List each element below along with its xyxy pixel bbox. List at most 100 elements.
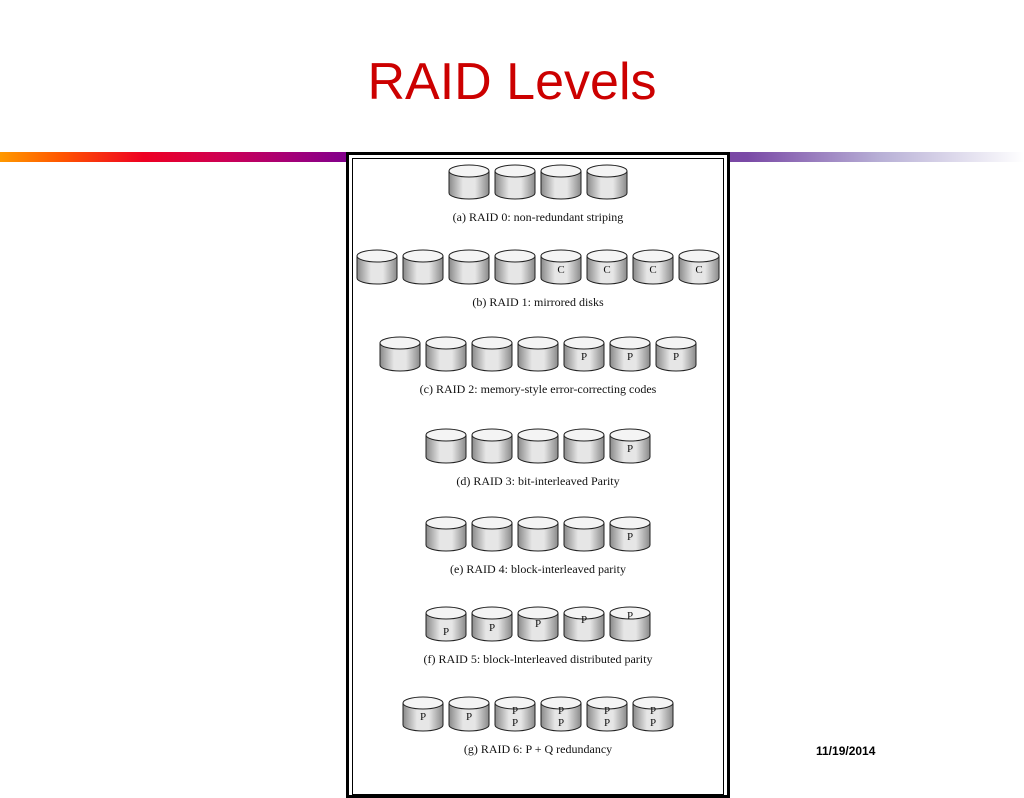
disk-body (540, 170, 582, 200)
disk-icon (586, 164, 628, 200)
disk-body (586, 170, 628, 200)
disk-top (471, 336, 513, 350)
raid-row-2: P P P (c) RAID 2: memory-style error-correc… (379, 336, 697, 396)
disk-top (563, 606, 605, 620)
disk-body (494, 255, 536, 285)
disk-body (448, 255, 490, 285)
disk-label: P (581, 351, 587, 363)
disk-label: P (650, 717, 656, 729)
disk-top (379, 336, 421, 350)
disk-icon (356, 249, 398, 285)
disk-label: C (649, 264, 656, 276)
disk-body (563, 522, 605, 552)
disk-icon: P (563, 336, 605, 372)
disk-body (678, 255, 720, 285)
disk-label: P (673, 351, 679, 363)
disk-body (609, 522, 651, 552)
disk-icon: P (402, 696, 444, 732)
disk-icon: P (471, 606, 513, 642)
disk-label: P (604, 705, 610, 717)
disk-top (563, 336, 605, 350)
disk-label: P (558, 705, 564, 717)
disk-body (655, 342, 697, 372)
disk-body (517, 612, 559, 642)
disk-body (425, 342, 467, 372)
disk-top (586, 164, 628, 178)
disk-top (517, 516, 559, 530)
disk-top (494, 696, 536, 710)
disk-label: P (650, 705, 656, 717)
disk-label: P (489, 622, 495, 634)
disk-icon: P (448, 696, 490, 732)
disk-top (632, 696, 674, 710)
disk-body (517, 342, 559, 372)
slide-date: 11/19/2014 (816, 744, 876, 758)
disk-top (540, 696, 582, 710)
raid-caption: (g) RAID 6: P + Q redundancy (464, 742, 612, 756)
disk-top (540, 164, 582, 178)
raid-caption: (f) RAID 5: block-lnterleaved distribute… (424, 652, 653, 666)
disk-icon (402, 249, 444, 285)
disk-top (586, 696, 628, 710)
disk-icon (425, 428, 467, 464)
disk-body (609, 342, 651, 372)
disk-top (678, 249, 720, 263)
disk-top (517, 428, 559, 442)
disk-icon: P (517, 606, 559, 642)
disk-icon (494, 164, 536, 200)
disk-label: C (603, 264, 610, 276)
disk-icon: P (609, 606, 651, 642)
disk-body (494, 170, 536, 200)
raid-caption: (c) RAID 2: memory-style error-correctin… (420, 382, 657, 396)
disk-body (448, 170, 490, 200)
disk-icon: PP (586, 696, 628, 732)
disk-body (517, 434, 559, 464)
disk-body (425, 612, 467, 642)
disk-top (609, 336, 651, 350)
disk-top (448, 696, 490, 710)
disk-label: P (420, 711, 426, 723)
disk-top (471, 516, 513, 530)
disk-icon (471, 428, 513, 464)
disk-body (563, 434, 605, 464)
disk-icon: PP (632, 696, 674, 732)
disk-label: P (627, 443, 633, 455)
disk-top (448, 249, 490, 263)
disk-icon (540, 164, 582, 200)
disk-body (425, 522, 467, 552)
disk-icon (448, 249, 490, 285)
disk-top (655, 336, 697, 350)
disk-icon (494, 249, 536, 285)
raid-row-4: P(e) RAID 4: block-interleaved parity (425, 516, 651, 576)
disk-label: P (466, 711, 472, 723)
disk-icon: P (609, 516, 651, 552)
disk-label: P (627, 610, 633, 622)
raid-caption: (a) RAID 0: non-redundant striping (453, 210, 624, 224)
disk-label: P (604, 717, 610, 729)
disk-body (471, 522, 513, 552)
disk-label: C (695, 264, 702, 276)
disk-top (563, 428, 605, 442)
disk-top (609, 428, 651, 442)
disk-label: C (557, 264, 564, 276)
disk-body (586, 702, 628, 732)
disk-icon (517, 516, 559, 552)
disk-icon (471, 516, 513, 552)
disk-label: P (627, 531, 633, 543)
raid-row-3: P(d) RAID 3: bit-interleaved Parity (425, 428, 651, 488)
disk-icon: C (678, 249, 720, 285)
disk-icon: P (425, 606, 467, 642)
disk-top (425, 336, 467, 350)
disk-icon: P (609, 336, 651, 372)
disk-body (471, 612, 513, 642)
disk-icon (425, 336, 467, 372)
disk-top (402, 696, 444, 710)
disk-top (402, 249, 444, 263)
disk-icon (517, 428, 559, 464)
disk-icon: C (540, 249, 582, 285)
